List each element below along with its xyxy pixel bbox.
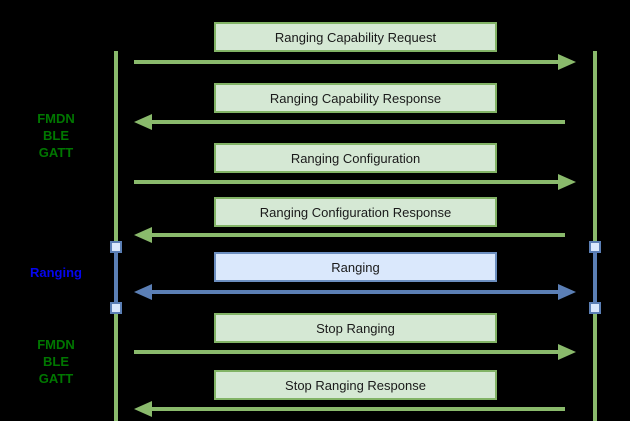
- message-label: Ranging Capability Response: [269, 90, 442, 106]
- arrow-shaft: [152, 290, 558, 294]
- arrow-bidirectional-icon: [134, 283, 576, 301]
- message-label: Ranging Configuration Response: [259, 204, 452, 220]
- message-box-ranging-capability-request: Ranging Capability Request: [214, 22, 497, 52]
- arrowhead-right-icon: [558, 344, 576, 360]
- phase-label-line: BLE: [43, 354, 69, 369]
- ranging-session-handle-top-left: [110, 241, 122, 253]
- phase-label-fmdn-ble-gatt-bottom: FMDN BLE GATT: [8, 336, 104, 387]
- arrowhead-right-icon: [558, 54, 576, 70]
- message-box-stop-ranging-response: Stop Ranging Response: [214, 370, 497, 400]
- arrow-shaft: [152, 407, 565, 411]
- arrow-shaft: [134, 60, 558, 64]
- ranging-session-handle-bottom-right: [589, 302, 601, 314]
- ranging-session-segment-left: [114, 247, 118, 308]
- message-box-stop-ranging: Stop Ranging: [214, 313, 497, 343]
- phase-label-line: GATT: [38, 145, 74, 160]
- lifeline-left: [114, 51, 118, 421]
- ranging-session-handle-top-right: [589, 241, 601, 253]
- arrow-shaft: [134, 350, 558, 354]
- arrow-shaft: [152, 233, 565, 237]
- message-label: Ranging: [331, 259, 380, 275]
- ranging-session-segment-right: [593, 247, 597, 308]
- phase-label-line: GATT: [38, 371, 74, 386]
- phase-label-line: FMDN: [37, 337, 75, 352]
- message-label: Ranging Capability Request: [274, 29, 437, 45]
- phase-label-ranging: Ranging: [8, 264, 104, 281]
- message-box-ranging-configuration-response: Ranging Configuration Response: [214, 197, 497, 227]
- phase-label-line: FMDN: [37, 111, 75, 126]
- arrow-shaft: [134, 180, 558, 184]
- message-label: Ranging Configuration: [290, 150, 421, 166]
- phase-label-line: Ranging: [30, 265, 82, 280]
- arrowhead-left-icon: [134, 227, 152, 243]
- arrow-shaft: [152, 120, 565, 124]
- message-box-ranging-capability-response: Ranging Capability Response: [214, 83, 497, 113]
- arrow-left-icon: [134, 226, 576, 244]
- arrow-right-icon: [134, 53, 576, 71]
- arrowhead-left-icon: [134, 114, 152, 130]
- arrowhead-right-icon: [558, 174, 576, 190]
- arrowhead-right-icon: [558, 284, 576, 300]
- arrowhead-left-icon: [134, 284, 152, 300]
- arrow-left-icon: [134, 113, 576, 131]
- ranging-session-handle-bottom-left: [110, 302, 122, 314]
- arrow-left-icon: [134, 400, 576, 418]
- arrowhead-left-icon: [134, 401, 152, 417]
- lifeline-right: [593, 51, 597, 421]
- message-label: Stop Ranging: [316, 320, 395, 336]
- arrow-right-icon: [134, 343, 576, 361]
- message-box-ranging: Ranging: [214, 252, 497, 282]
- phase-label-fmdn-ble-gatt-top: FMDN BLE GATT: [8, 110, 104, 161]
- message-box-ranging-configuration: Ranging Configuration: [214, 143, 497, 173]
- message-label: Stop Ranging Response: [285, 377, 426, 393]
- arrow-right-icon: [134, 173, 576, 191]
- phase-label-line: BLE: [43, 128, 69, 143]
